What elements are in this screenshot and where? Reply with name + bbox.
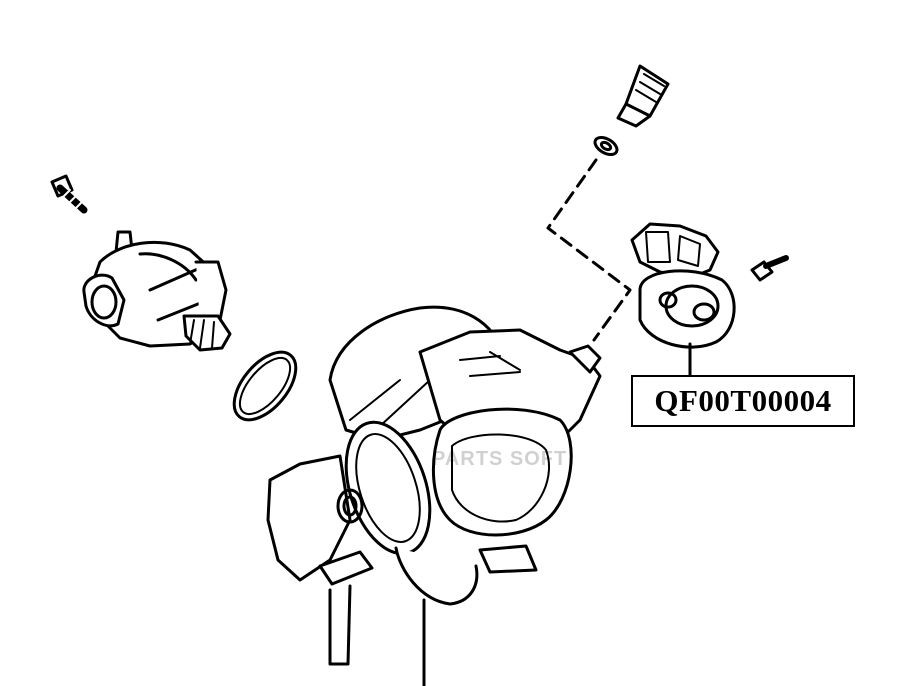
sensor-screw [750, 255, 789, 282]
screw-top-left [50, 174, 88, 214]
throttle-position-sensor [630, 222, 736, 349]
fitting-top [616, 64, 670, 128]
assembly-leader-lines [546, 158, 632, 342]
idle-air-control-valve [82, 230, 232, 352]
part-number-label[interactable]: QF00T00004 [631, 375, 855, 427]
o-ring [232, 350, 298, 422]
throttle-body [266, 305, 602, 686]
watermark: PARTS SOFT [432, 448, 568, 470]
gasket-washer [593, 135, 619, 157]
